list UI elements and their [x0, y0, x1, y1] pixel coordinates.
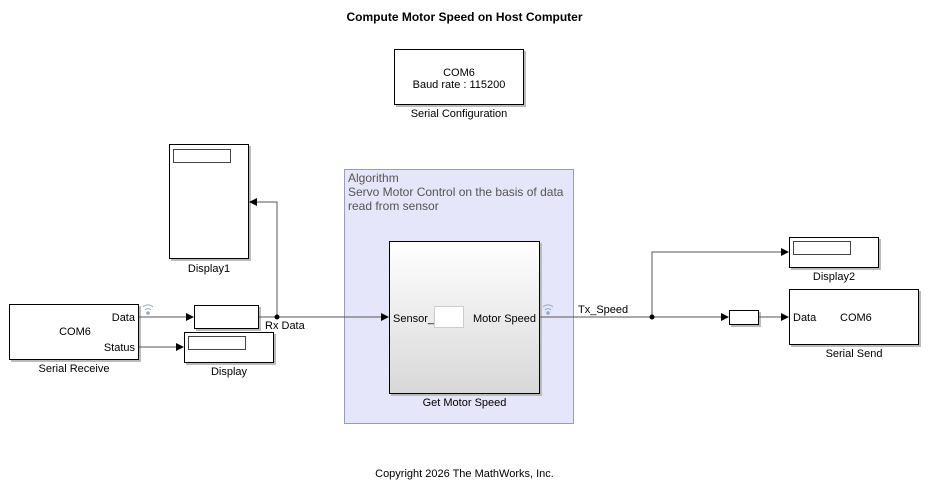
display2-label: Display2	[812, 271, 856, 283]
get-motor-speed-subsystem[interactable]: Sensor_Input Motor Speed	[389, 241, 540, 394]
serial-config-label: Serial Configuration	[410, 108, 508, 120]
display1-block[interactable]	[169, 144, 249, 259]
port-name: COM6	[59, 326, 91, 338]
display2-block[interactable]	[789, 237, 879, 268]
display-readout	[188, 336, 246, 350]
port-status: Status	[103, 342, 135, 354]
area-text-line: Servo Motor Control on the basis of data	[348, 185, 564, 199]
area-title: Algorithm	[348, 171, 399, 185]
baud-rate: Baud rate : 115200	[412, 79, 506, 91]
wifi-icon	[142, 304, 154, 315]
port-data: Data	[793, 312, 817, 324]
com-port: COM6	[443, 67, 475, 79]
port-name: COM6	[840, 312, 872, 324]
display-label: Display	[210, 366, 248, 378]
model-title: Compute Motor Speed on Host Computer	[346, 10, 583, 24]
branch-point	[649, 314, 655, 320]
serial-send-label: Serial Send	[825, 348, 883, 360]
serial-receive-block[interactable]: Data COM6 Status	[9, 304, 139, 360]
wifi-icon	[542, 304, 554, 315]
port-data: Data	[111, 312, 135, 324]
rx-data-signal-label: Rx Data	[265, 320, 305, 332]
tx-speed-signal-label: Tx_Speed	[578, 304, 629, 316]
signal-line[interactable]	[249, 198, 278, 317]
subsystem-icon	[434, 306, 464, 328]
display-readout	[173, 149, 231, 163]
subsystem-label: Get Motor Speed	[422, 397, 507, 409]
display-block[interactable]	[184, 332, 274, 363]
copyright: Copyright 2026 The MathWorks, Inc.	[375, 468, 554, 480]
branch-point	[274, 314, 280, 320]
out-port-label: Motor Speed	[473, 313, 536, 325]
signal-line[interactable]	[651, 248, 789, 317]
area-text-line: read from sensor	[348, 199, 439, 213]
display1-label: Display1	[187, 263, 231, 275]
serial-send-block[interactable]: Data COM6	[789, 289, 919, 345]
serial-receive-label: Serial Receive	[38, 363, 110, 375]
display-readout	[793, 241, 851, 255]
data-type-conversion-block-2[interactable]	[729, 310, 759, 325]
data-type-conversion-block[interactable]	[194, 305, 259, 329]
